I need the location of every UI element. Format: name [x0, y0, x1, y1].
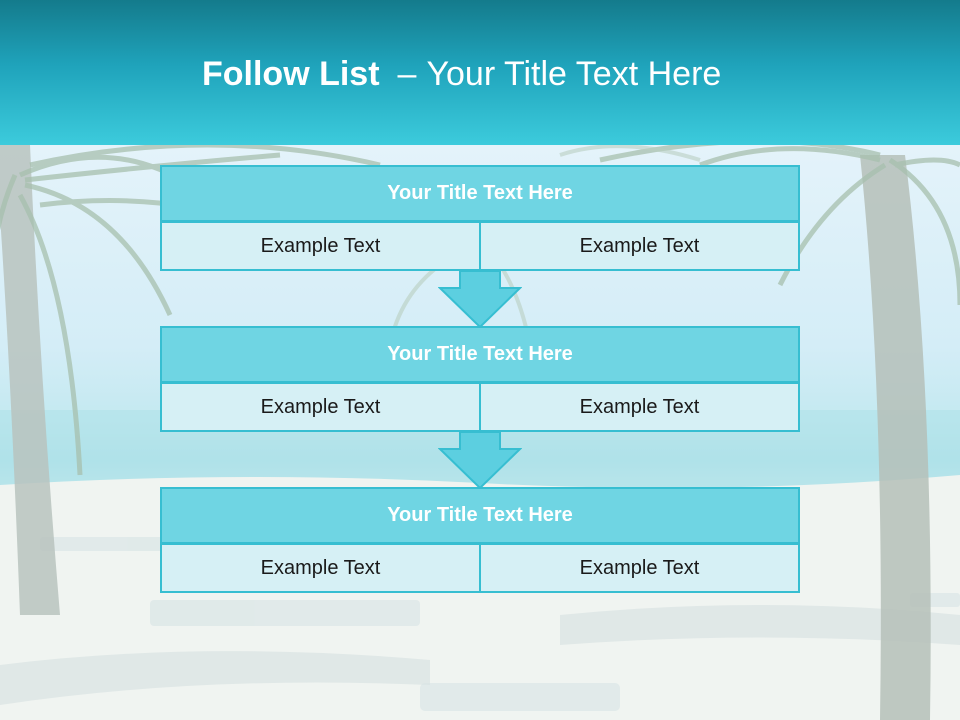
follow-block-3: Your Title Text Here Example Text Exampl… — [160, 487, 800, 593]
follow-block-left-text[interactable]: Example Text — [160, 221, 481, 271]
slide-title-separator: – — [397, 55, 417, 93]
slide-header: Follow List–Your Title Text Here — [0, 0, 960, 145]
follow-block-right-text[interactable]: Example Text — [479, 543, 800, 593]
slide-title[interactable]: Follow List–Your Title Text Here — [202, 55, 721, 94]
slide-title-bold: Follow List — [202, 55, 380, 93]
slide-title-rest: Your Title Text Here — [426, 55, 722, 93]
follow-block-left-text[interactable]: Example Text — [160, 543, 481, 593]
follow-block-title[interactable]: Your Title Text Here — [160, 165, 800, 222]
follow-block-right-text[interactable]: Example Text — [479, 382, 800, 432]
down-arrow-icon — [438, 271, 522, 329]
follow-block-1: Your Title Text Here Example Text Exampl… — [160, 165, 800, 271]
follow-block-2: Your Title Text Here Example Text Exampl… — [160, 326, 800, 432]
follow-block-left-text[interactable]: Example Text — [160, 382, 481, 432]
follow-block-title[interactable]: Your Title Text Here — [160, 326, 800, 383]
down-arrow-icon — [438, 432, 522, 490]
follow-block-title[interactable]: Your Title Text Here — [160, 487, 800, 544]
follow-block-right-text[interactable]: Example Text — [479, 221, 800, 271]
